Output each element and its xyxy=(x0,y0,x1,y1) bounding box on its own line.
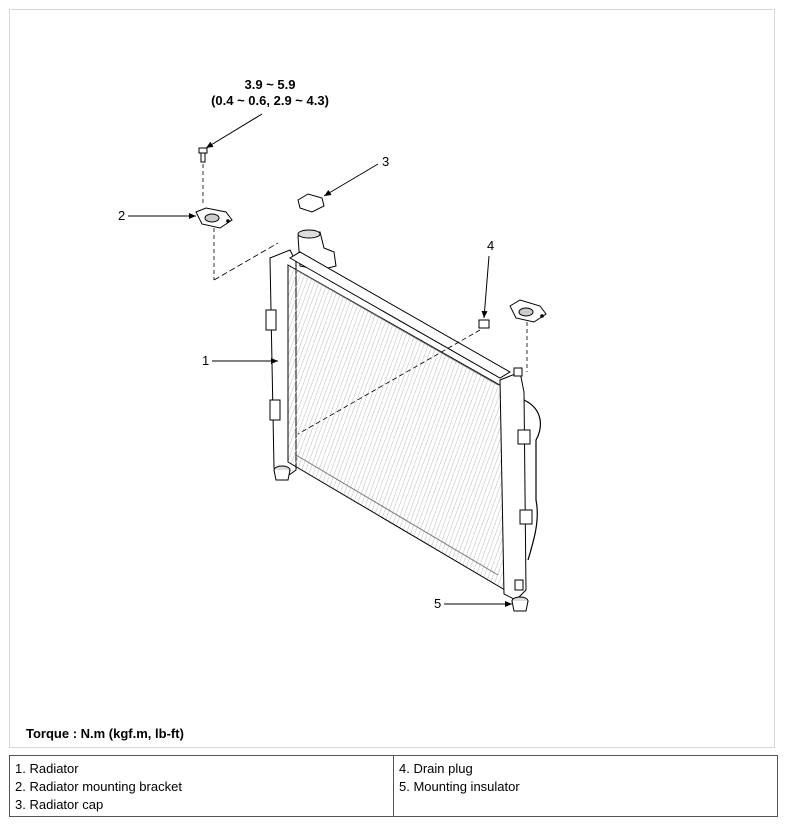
legend-item-number: 5. xyxy=(399,779,410,794)
figure-frame xyxy=(9,9,775,748)
legend-item-number: 1. xyxy=(15,761,26,776)
callout-5-label: 5 xyxy=(434,596,441,611)
legend-item-text: Mounting insulator xyxy=(413,779,520,794)
drain-plug-guide xyxy=(297,329,481,435)
legend-item-number: 3. xyxy=(15,797,26,812)
legend-column-left: 1. Radiator 2. Radiator mounting bracket… xyxy=(10,756,393,816)
torque-leader-line xyxy=(205,113,263,149)
callout-3-leader xyxy=(323,163,379,197)
mounting-bracket-right-part xyxy=(509,299,547,323)
callout-3-label: 3 xyxy=(382,154,389,169)
legend-item-text: Radiator xyxy=(29,761,79,776)
callout-2-label: 2 xyxy=(118,208,125,223)
legend-item: 2. Radiator mounting bracket xyxy=(15,778,388,796)
parts-legend: 1. Radiator 2. Radiator mounting bracket… xyxy=(9,755,778,817)
legend-item-number: 2. xyxy=(15,779,26,794)
callout-4-leader xyxy=(481,255,490,319)
torque-spec-line2: (0.4 ~ 0.6, 2.9 ~ 4.3) xyxy=(211,93,329,108)
legend-item-number: 4. xyxy=(399,761,410,776)
legend-item: 3. Radiator cap xyxy=(15,796,388,814)
legend-item: 1. Radiator xyxy=(15,760,388,778)
legend-column-right: 4. Drain plug 5. Mounting insulator xyxy=(393,756,777,816)
bracket-left-guide xyxy=(213,242,279,281)
drain-plug-part xyxy=(478,319,490,329)
torque-spec-line1: 3.9 ~ 5.9 xyxy=(245,77,296,92)
radiator-exploded-diagram: 3.9 ~ 5.9 (0.4 ~ 0.6, 2.9 ~ 4.3) 2 3 xyxy=(118,77,547,612)
legend-item-text: Radiator cap xyxy=(29,797,104,812)
callout-4-label: 4 xyxy=(487,238,494,253)
legend-item: 4. Drain plug xyxy=(399,760,772,778)
torque-units-note: Torque : N.m (kgf.m, lb-ft) xyxy=(26,726,184,741)
mounting-insulator-part xyxy=(511,596,529,612)
bracket-bolt-part xyxy=(198,147,208,163)
legend-item-text: Radiator mounting bracket xyxy=(29,779,182,794)
radiator-part xyxy=(265,249,541,601)
bracket-right-clip xyxy=(513,367,523,377)
legend-item-text: Drain plug xyxy=(413,761,473,776)
mounting-bracket-left-part xyxy=(195,207,233,229)
radiator-cap-part xyxy=(297,193,325,213)
callout-1-label: 1 xyxy=(202,353,209,368)
insulator-left-part xyxy=(273,465,291,481)
legend-item: 5. Mounting insulator xyxy=(399,778,772,796)
